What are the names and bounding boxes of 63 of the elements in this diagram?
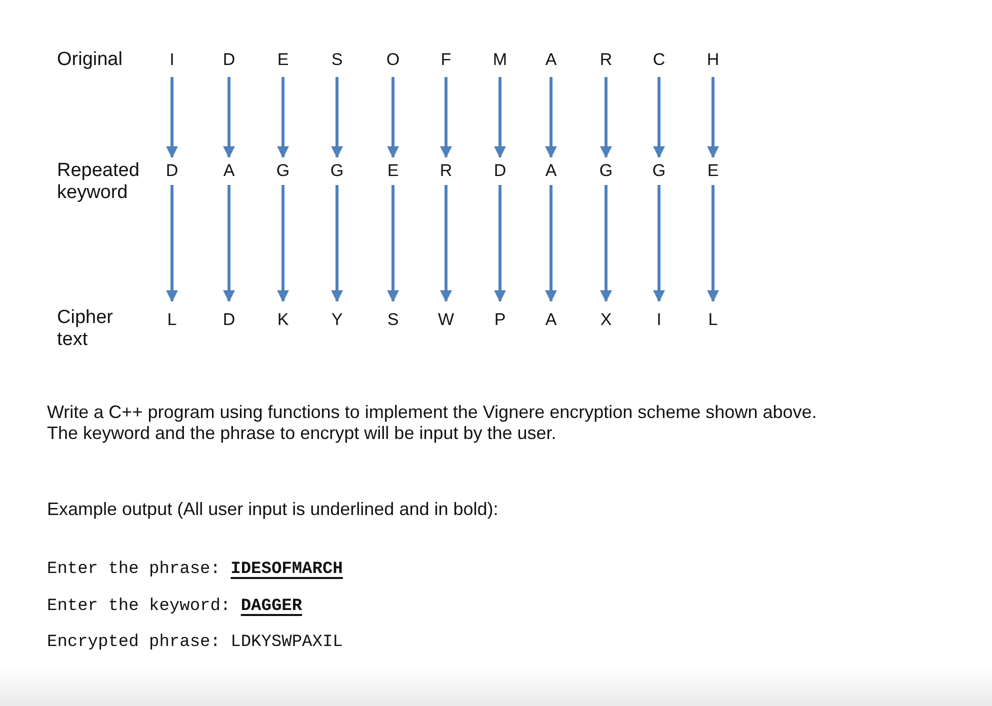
- arrow: [494, 77, 506, 158]
- letter: E: [707, 162, 719, 180]
- code-line: Encrypted phrase: LDKYSWPAXIL: [47, 633, 343, 652]
- letter: K: [277, 311, 289, 329]
- example-heading: Example output (All user input is underlined and in bold):: [47, 499, 500, 520]
- letter: G: [599, 162, 613, 180]
- arrow: [707, 77, 719, 158]
- code-line: Enter the phrase: IDESOFMARCH: [47, 560, 343, 579]
- letter: G: [652, 162, 666, 180]
- arrow: [223, 77, 235, 158]
- letter: F: [440, 51, 452, 69]
- arrow: [166, 77, 178, 158]
- letter: M: [492, 51, 508, 69]
- letter: A: [545, 162, 557, 180]
- arrow: [653, 77, 665, 158]
- arrow: [387, 185, 399, 302]
- letter: S: [331, 51, 343, 69]
- arrow: [166, 185, 178, 302]
- letter: P: [494, 311, 506, 329]
- letter: C: [652, 51, 666, 69]
- letter: S: [387, 311, 399, 329]
- letter: A: [545, 51, 557, 69]
- letter: G: [276, 162, 290, 180]
- arrow: [545, 185, 557, 302]
- arrow: [223, 185, 235, 302]
- letter: A: [545, 311, 557, 329]
- letter: D: [494, 162, 506, 180]
- row-label: Original: [57, 49, 124, 71]
- letter: I: [170, 51, 174, 69]
- arrow: [494, 185, 506, 302]
- letter: L: [167, 311, 177, 329]
- letter: H: [706, 51, 720, 69]
- letter: G: [330, 162, 344, 180]
- row-label: Repeated keyword: [57, 160, 140, 204]
- letter: D: [166, 162, 178, 180]
- letter: L: [708, 311, 718, 329]
- arrow: [600, 77, 612, 158]
- letter: I: [656, 311, 662, 329]
- arrow: [387, 77, 399, 158]
- arrow: [331, 185, 343, 302]
- letter: E: [277, 51, 289, 69]
- row-label: Cipher text: [57, 307, 114, 351]
- arrow: [707, 185, 719, 302]
- instruction-text: Write a C++ program using functions to implement the Vignere encryption scheme shown above. The keyword and the phrase to encrypt will be input by the user.: [47, 402, 818, 444]
- arrow: [600, 185, 612, 302]
- letter: R: [440, 162, 452, 180]
- letter: W: [438, 311, 454, 329]
- code-line: Enter the keyword: DAGGER: [47, 597, 302, 616]
- letter: A: [223, 162, 235, 180]
- arrow: [653, 185, 665, 302]
- letter: R: [600, 51, 612, 69]
- arrow: [277, 77, 289, 158]
- letter: X: [600, 311, 612, 329]
- letter: D: [222, 51, 236, 69]
- letter: Y: [331, 311, 343, 329]
- arrow: [277, 185, 289, 302]
- arrow: [331, 77, 343, 158]
- arrow: [440, 77, 452, 158]
- letter: O: [386, 51, 400, 69]
- arrow: [545, 77, 557, 158]
- letter: E: [387, 162, 399, 180]
- arrow: [440, 185, 452, 302]
- letter: D: [222, 311, 236, 329]
